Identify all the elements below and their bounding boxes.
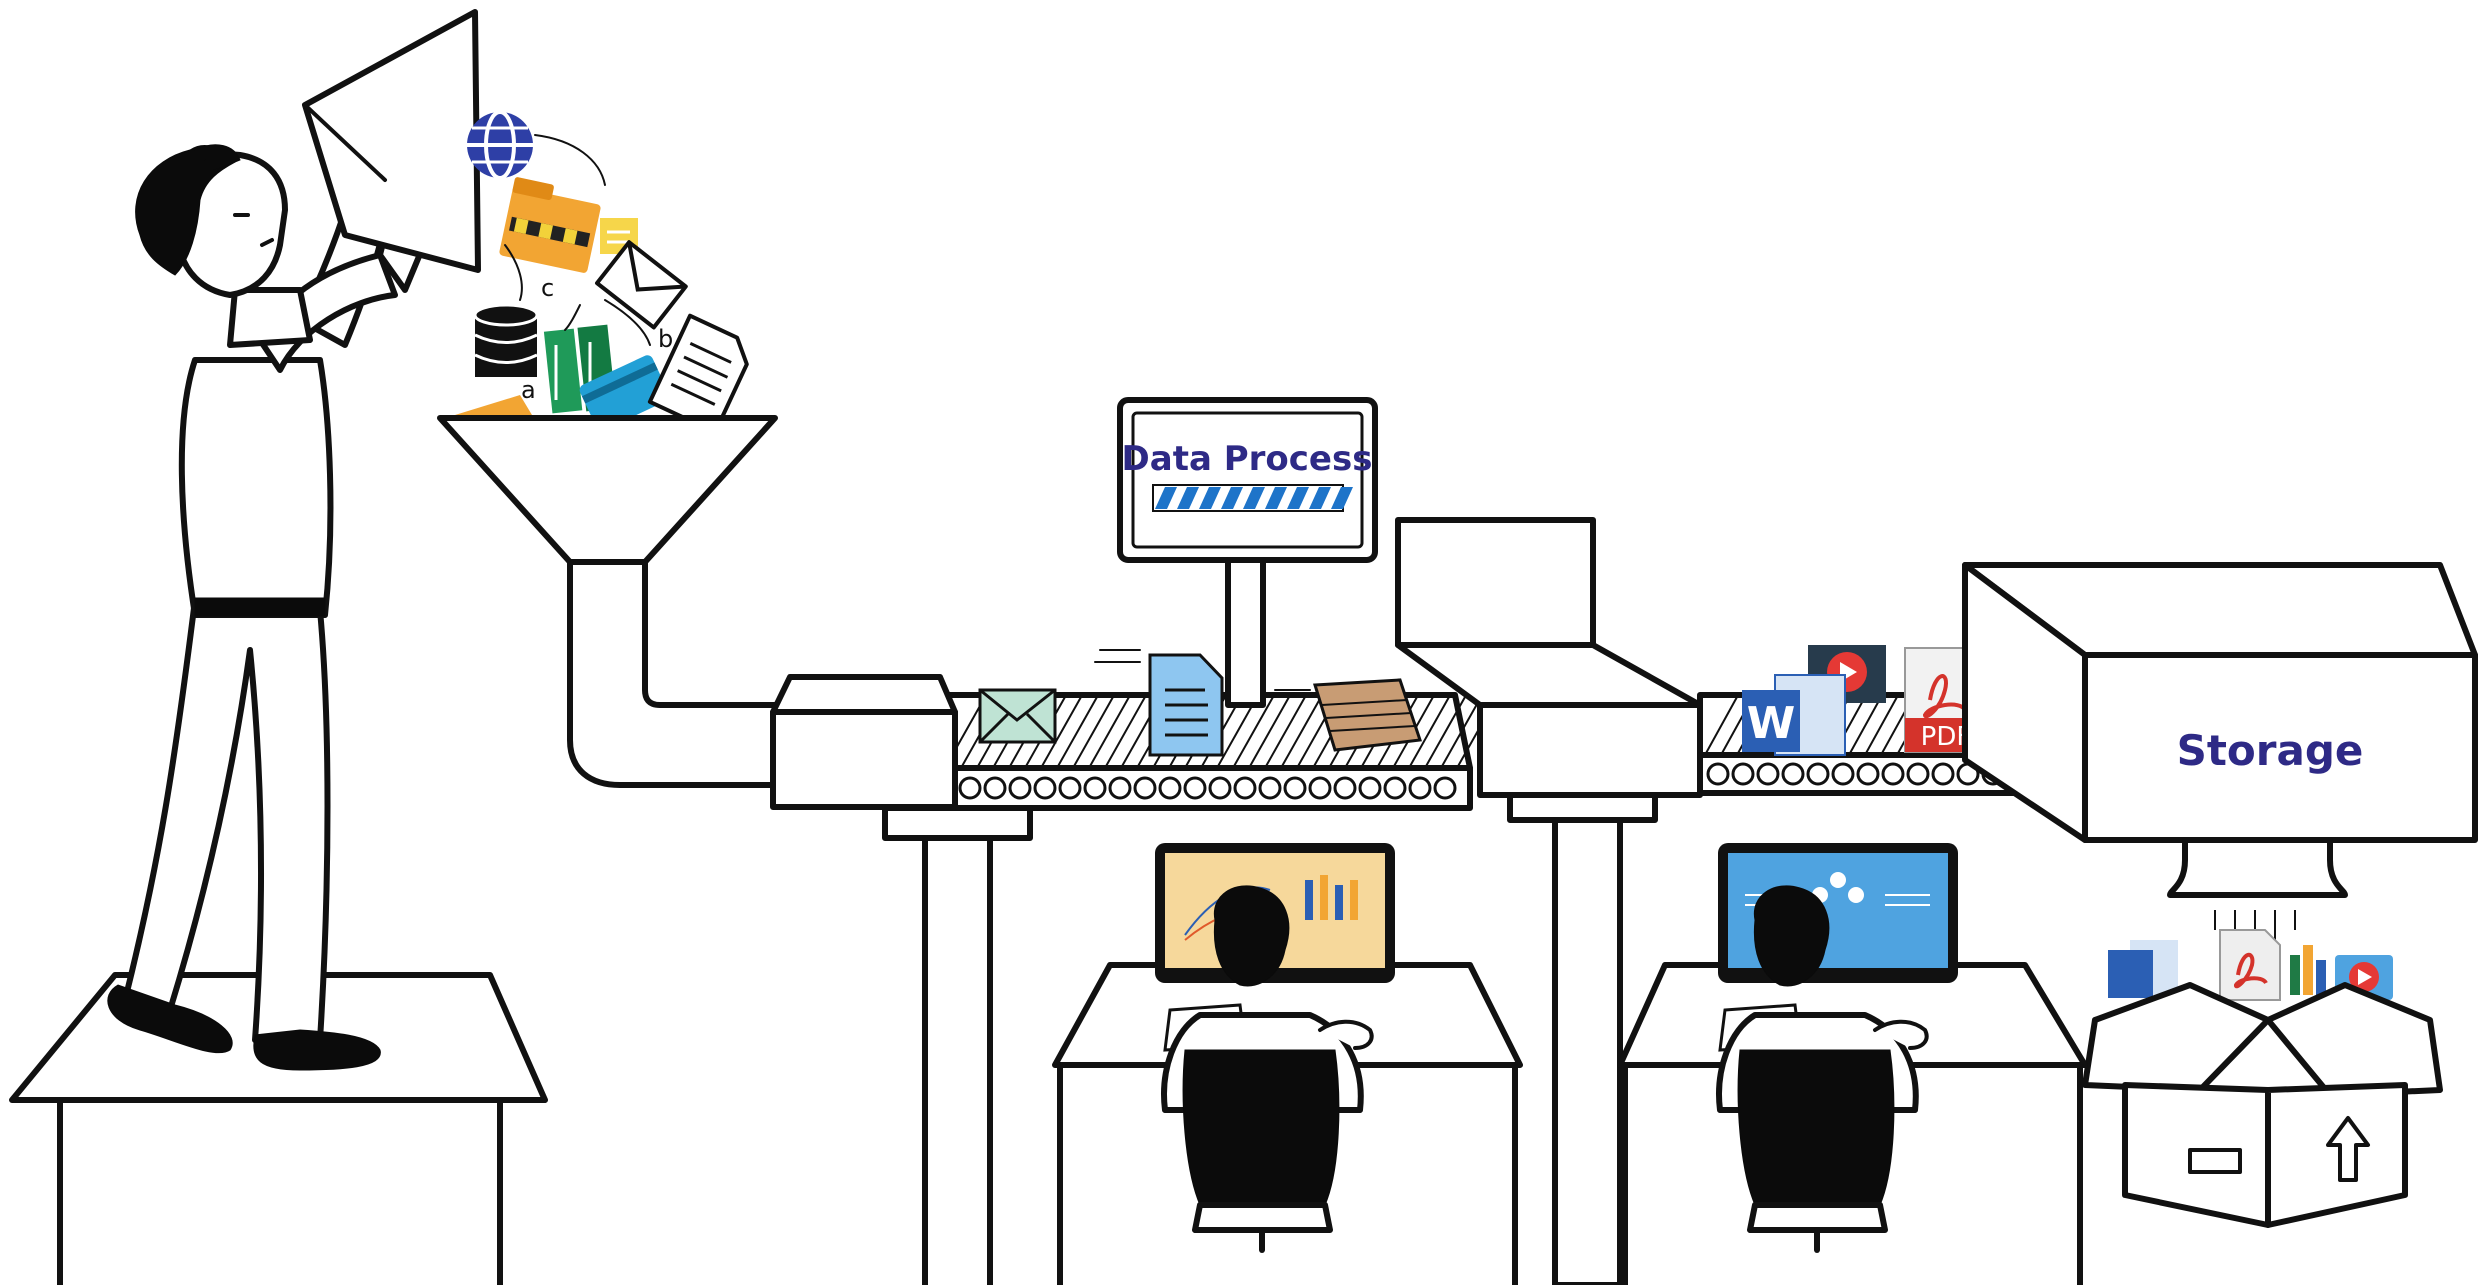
label-b: b bbox=[658, 325, 673, 353]
workstation-1 bbox=[1055, 843, 1520, 1285]
box-chart-icon bbox=[2290, 945, 2326, 995]
word-letter: W bbox=[1747, 698, 1796, 749]
word-file-icon: W bbox=[1742, 675, 1845, 755]
envelope-icon bbox=[597, 242, 686, 327]
box-pdf-icon bbox=[2220, 930, 2280, 1000]
text-file-icon bbox=[1150, 655, 1222, 755]
workstation-2 bbox=[1620, 843, 2085, 1285]
label-c: c bbox=[541, 274, 554, 302]
storage-label: Storage bbox=[2177, 726, 2364, 775]
envelope-on-belt-icon bbox=[980, 690, 1055, 742]
data-process-label: Data Process bbox=[1122, 439, 1373, 479]
intake-box bbox=[773, 677, 955, 807]
box-word-icon bbox=[2108, 940, 2178, 998]
database-icon bbox=[475, 305, 537, 377]
label-a: a bbox=[521, 376, 536, 404]
middle-processing-box bbox=[1398, 520, 1700, 1285]
falling-items: c b a bbox=[455, 112, 755, 432]
storage-unit: Storage bbox=[1965, 565, 2475, 950]
held-container bbox=[305, 12, 478, 270]
archive-box bbox=[2085, 930, 2440, 1225]
paper-stack-icon bbox=[1315, 680, 1420, 750]
globe-icon bbox=[467, 112, 533, 178]
man-figure bbox=[108, 114, 441, 1070]
input-funnel bbox=[440, 418, 785, 785]
belt1-items bbox=[980, 650, 1420, 755]
